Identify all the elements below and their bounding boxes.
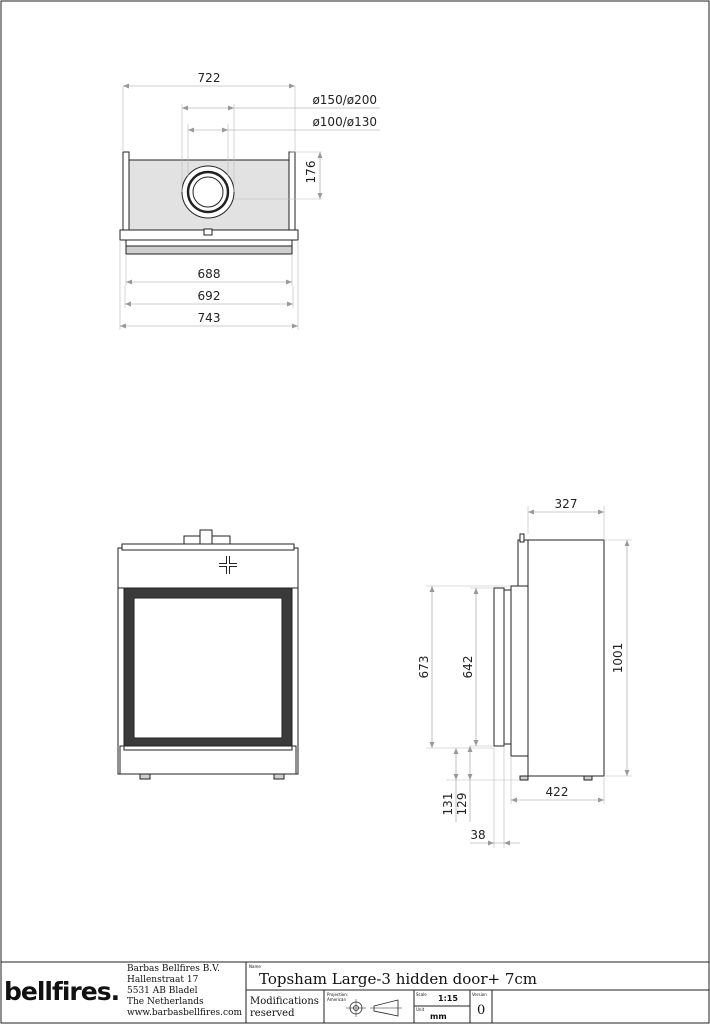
dim-131: 131	[441, 793, 455, 816]
projection-value: American	[327, 997, 347, 1002]
address-country: The Netherlands	[127, 997, 204, 1007]
side-view-top-tab	[519, 533, 525, 543]
top-view-handle	[203, 228, 213, 236]
dim-flue-outer: ø150/ø200	[312, 93, 377, 107]
side-view-foot-left	[519, 775, 529, 781]
dim-673: 673	[417, 656, 431, 679]
scale-label: Scale	[416, 992, 427, 997]
side-view: 327 1001 673 642 131 129 422	[417, 497, 632, 848]
bellfires-logo: bellfires.	[4, 977, 119, 1006]
side-view-upper-front	[517, 539, 529, 589]
title-block: bellfires. Barbas Bellfires B.V. Hallens…	[1, 961, 709, 1023]
front-view	[117, 529, 299, 780]
dim-422: 422	[546, 785, 569, 799]
dim-1001: 1001	[611, 643, 625, 674]
side-view-body	[527, 539, 605, 777]
dim-flue-inner: ø100/ø130	[312, 115, 377, 129]
dim-688: 688	[198, 267, 221, 281]
dim-327: 327	[555, 497, 578, 511]
dim-722: 722	[198, 71, 221, 85]
unit-label: Unit	[416, 1007, 425, 1012]
front-view-top-rim	[121, 543, 295, 551]
side-view-door	[493, 587, 505, 747]
version-value: 0	[477, 1003, 485, 1018]
front-view-top-section	[117, 547, 299, 589]
address-street: Hallenstraat 17	[127, 975, 199, 985]
side-view-door-frame	[503, 589, 512, 745]
product-name: Topsham Large-3 hidden door+ 7cm	[259, 970, 537, 988]
front-view-base	[119, 745, 297, 775]
top-view-right-flange	[288, 151, 296, 231]
projection-label: Projection:	[327, 992, 348, 997]
top-view: 722 ø150/ø200 ø100/ø130 176 688 692	[119, 71, 380, 330]
dim-176: 176	[304, 161, 318, 184]
flue-inner-ring	[186, 170, 230, 214]
top-view-left-flange	[122, 151, 130, 231]
reserved-label: reserved	[250, 1008, 295, 1019]
top-view-door-panel	[125, 245, 293, 255]
dim-38: 38	[470, 828, 485, 842]
name-field-label: Name	[249, 964, 261, 969]
dim-642: 642	[461, 656, 475, 679]
side-view-front-panel	[510, 585, 529, 757]
company-website: www.barbasbellfires.com	[127, 1008, 242, 1018]
address-city: 5531 AB Bladel	[127, 986, 198, 996]
projection-symbol-icon	[346, 999, 402, 1017]
dim-743: 743	[198, 311, 221, 325]
modifications-label: Modifications	[250, 996, 319, 1007]
front-view-foot-left	[139, 773, 151, 780]
unit-value: mm	[430, 1012, 447, 1021]
dim-129: 129	[455, 793, 469, 816]
top-view-front-lip	[125, 239, 293, 247]
company-name: Barbas Bellfires B.V.	[127, 964, 220, 974]
front-view-glass	[133, 597, 283, 739]
front-view-foot-right	[273, 773, 285, 780]
flue-inner-circle	[192, 176, 224, 208]
version-label: Version	[472, 992, 487, 997]
side-view-foot-right	[583, 775, 593, 781]
dim-692: 692	[198, 289, 221, 303]
scale-value: 1:15	[438, 994, 458, 1003]
